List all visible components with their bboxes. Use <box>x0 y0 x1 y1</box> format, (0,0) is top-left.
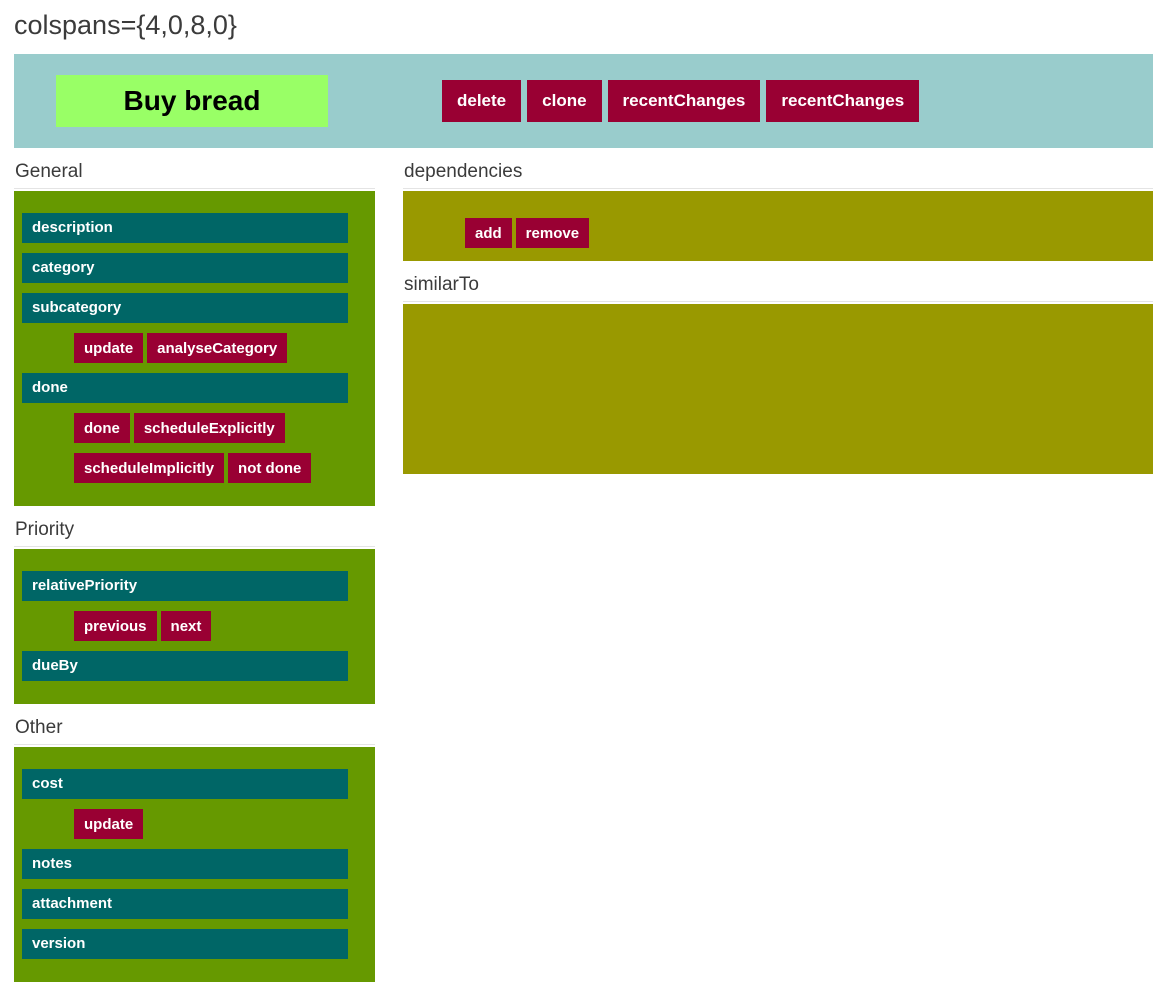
task-item-button[interactable]: Buy bread <box>56 75 328 127</box>
section-heading-priority: Priority <box>14 519 375 547</box>
field-relative-priority: relativePriority <box>22 571 348 601</box>
clone-button[interactable]: clone <box>527 80 602 122</box>
schedule-explicitly-button[interactable]: scheduleExplicitly <box>133 413 285 443</box>
button-row: add remove <box>465 218 1153 248</box>
section-heading-general: General <box>14 161 375 189</box>
button-row: scheduleImplicitly not done <box>74 453 375 483</box>
field-category: category <box>22 253 348 283</box>
panel-dependencies: add remove <box>403 191 1153 261</box>
field-notes: notes <box>22 849 348 879</box>
add-button[interactable]: add <box>465 218 512 248</box>
section-heading-other: Other <box>14 717 375 745</box>
next-button[interactable]: next <box>160 611 212 641</box>
update-cost-button[interactable]: update <box>74 809 144 839</box>
page-title: colspans={4,0,8,0} <box>14 10 237 40</box>
remove-button[interactable]: remove <box>515 218 590 248</box>
recent-changes-button-1[interactable]: recentChanges <box>607 80 761 122</box>
section-heading-dependencies: dependencies <box>403 161 1153 189</box>
section-heading-similar-to: similarTo <box>403 274 1153 302</box>
button-row: previous next <box>74 611 375 641</box>
button-row: done scheduleExplicitly <box>74 413 375 443</box>
done-button[interactable]: done <box>74 413 130 443</box>
panel-priority: relativePriority previous next dueBy <box>14 549 375 704</box>
panel-other: cost update notes attachment version <box>14 747 375 982</box>
not-done-button[interactable]: not done <box>228 453 312 483</box>
right-column: dependencies add remove similarTo <box>403 148 1153 474</box>
delete-button[interactable]: delete <box>442 80 522 122</box>
update-button[interactable]: update <box>74 333 144 363</box>
header-actions: delete clone recentChanges recentChanges <box>442 80 925 122</box>
analyse-category-button[interactable]: analyseCategory <box>147 333 288 363</box>
field-cost: cost <box>22 769 348 799</box>
field-done: done <box>22 373 348 403</box>
panel-similar-to <box>403 304 1153 474</box>
previous-button[interactable]: previous <box>74 611 157 641</box>
left-column: General description category subcategory… <box>14 148 375 982</box>
field-due-by: dueBy <box>22 651 348 681</box>
field-attachment: attachment <box>22 889 348 919</box>
field-subcategory: subcategory <box>22 293 348 323</box>
recent-changes-button-2[interactable]: recentChanges <box>766 80 920 122</box>
schedule-implicitly-button[interactable]: scheduleImplicitly <box>74 453 225 483</box>
field-description: description <box>22 213 348 243</box>
content: General description category subcategory… <box>14 148 1153 982</box>
panel-general: description category subcategory update … <box>14 191 375 506</box>
header-bar: Buy bread delete clone recentChanges rec… <box>14 54 1153 148</box>
button-row: update <box>74 809 375 839</box>
button-row: update analyseCategory <box>74 333 375 363</box>
field-version: version <box>22 929 348 959</box>
